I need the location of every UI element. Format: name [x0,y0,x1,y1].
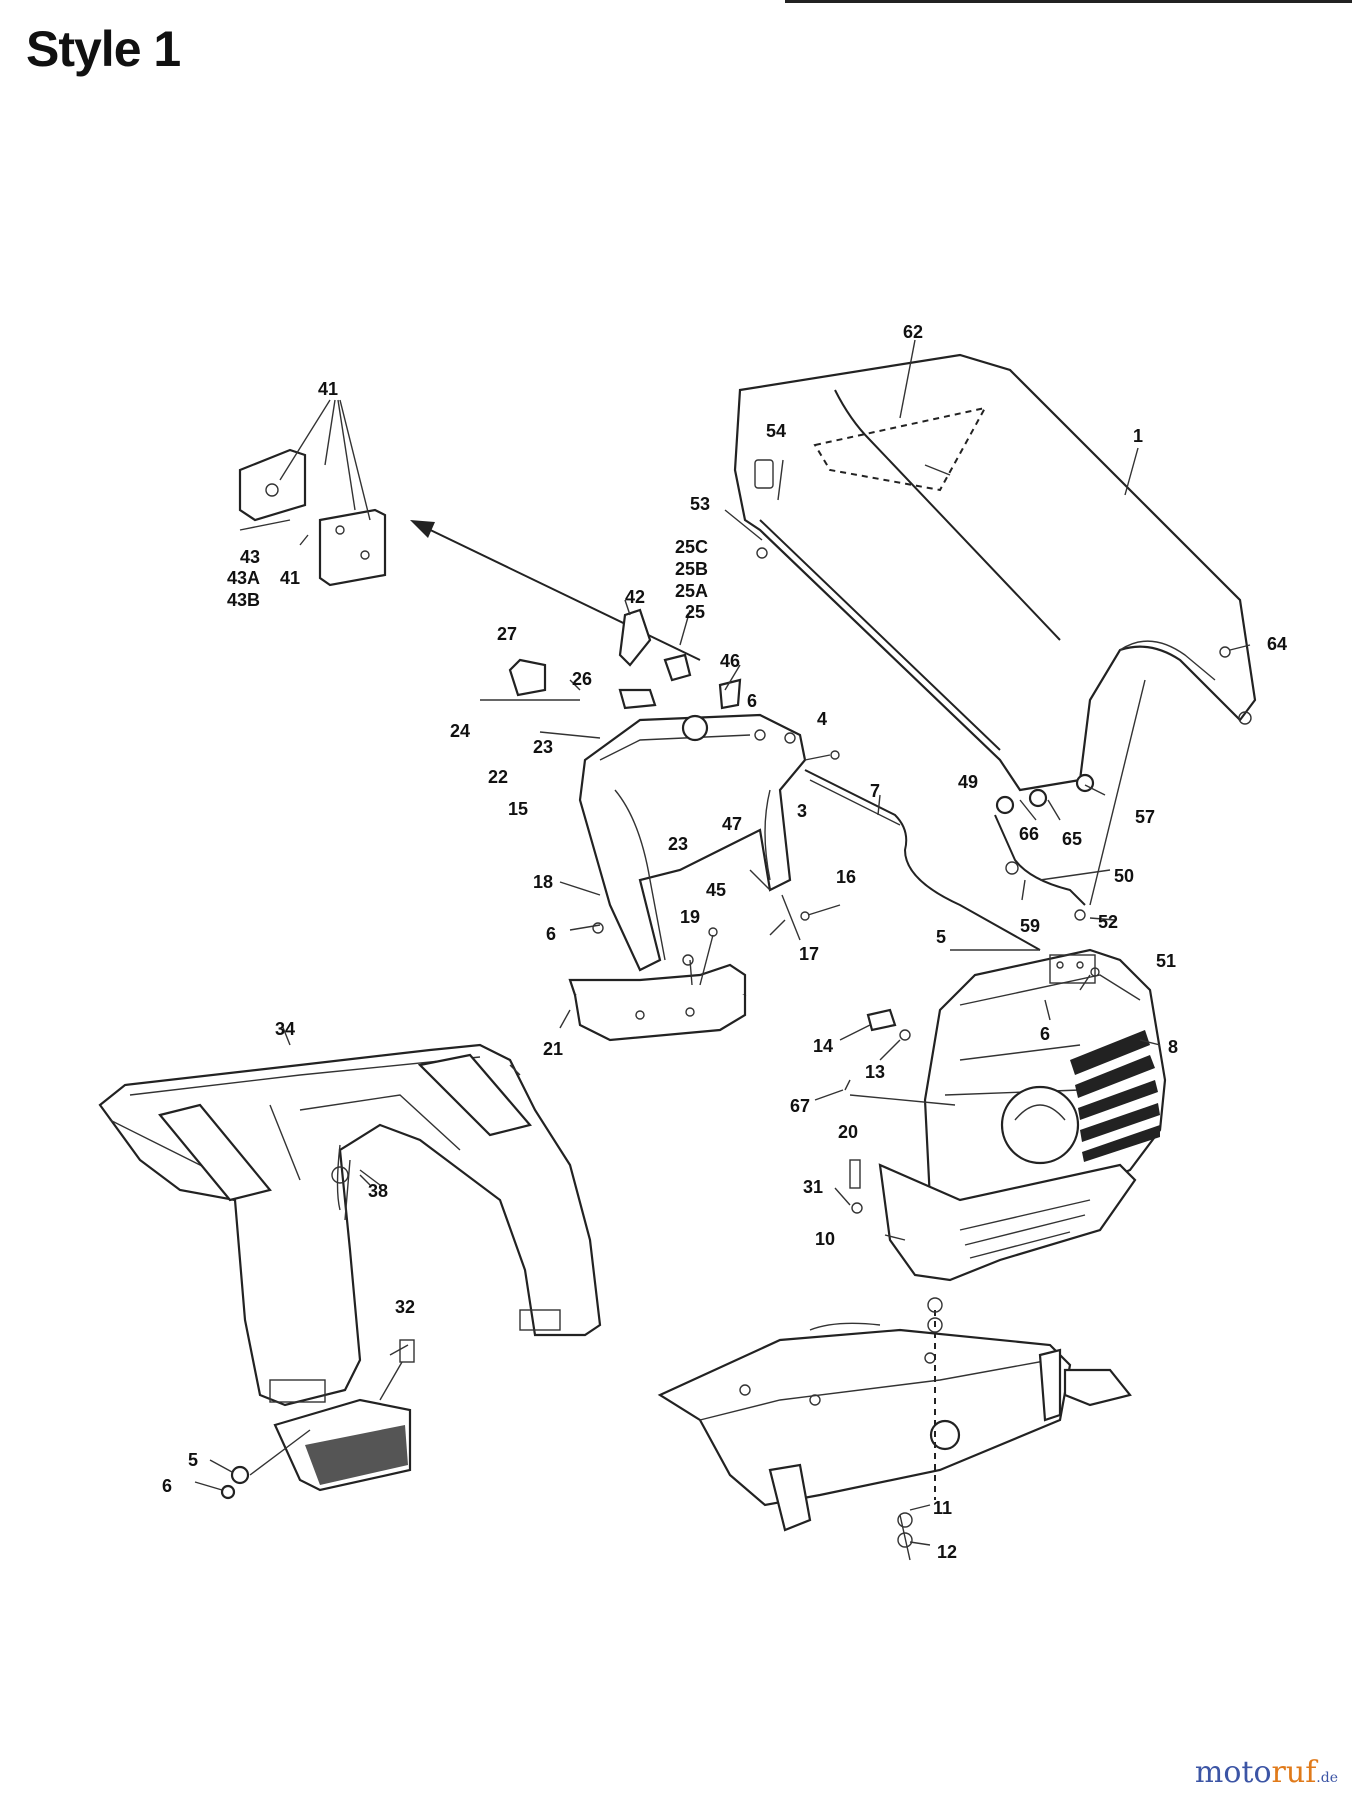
label-10: 10 [815,1229,835,1249]
lower-grille-part-10 [878,1163,1137,1282]
label-43B: 43B [227,590,260,610]
label-17: 17 [799,944,819,964]
bracket-part-21 [559,934,747,1042]
label-13: 13 [865,1062,885,1082]
label-59: 59 [1020,916,1040,936]
hood-part-1 [733,353,1257,792]
grille-hardware [814,1008,1161,1241]
label-43A: 43A [227,568,260,588]
label-18: 18 [533,872,553,892]
label-14: 14 [813,1036,833,1056]
label-25C: 25C [675,537,708,557]
label-19: 19 [680,907,700,927]
label-15: 15 [508,799,528,819]
hood-leaders [724,339,1251,658]
label-42: 42 [625,587,645,607]
frame-chassis [657,1297,1132,1561]
label-52: 52 [1098,912,1118,932]
label-24: 24 [450,721,470,741]
label-5-top: 5 [936,927,946,947]
label-22: 22 [488,767,508,787]
label-8: 8 [1168,1037,1178,1057]
label-62: 62 [903,322,923,342]
label-1: 1 [1133,426,1143,446]
label-43: 43 [240,547,260,567]
label-46: 46 [720,651,740,671]
label-12: 12 [937,1542,957,1562]
label-45: 45 [706,880,726,900]
label-67: 67 [790,1096,810,1116]
label-6-dash: 6 [747,691,757,711]
footrest-plate [194,1339,415,1500]
label-41-bottom: 41 [280,568,300,588]
page-title: Style 1 [26,21,181,77]
label-6-grille: 6 [1040,1024,1050,1044]
header-rule [785,0,1352,3]
label-4: 4 [817,709,827,729]
label-25B: 25B [675,559,708,579]
label-64: 64 [1267,634,1287,654]
label-66: 66 [1019,824,1039,844]
label-38: 38 [368,1181,388,1201]
misc-leaders [281,949,1100,1186]
label-50: 50 [1114,866,1134,886]
label-3: 3 [797,801,807,821]
label-6-mid: 6 [546,924,556,944]
label-23-top: 23 [533,737,553,757]
grille-part-8 [923,948,1167,1222]
label-31: 31 [803,1177,823,1197]
watermark-logo: motoruf.de [1194,1755,1338,1790]
assembly-arrow [410,520,701,661]
label-25A: 25A [675,581,708,601]
part-labels: 62 1 54 53 64 41 41 43 43A 43B 25C 25B 2… [162,322,1287,1562]
label-47: 47 [722,814,742,834]
label-57: 57 [1135,807,1155,827]
label-53: 53 [690,494,710,514]
label-20: 20 [838,1122,858,1142]
label-27: 27 [497,624,517,644]
label-51: 51 [1156,951,1176,971]
label-23-bottom: 23 [668,834,688,854]
dash-body-part-22 [539,713,840,972]
label-7: 7 [870,781,880,801]
label-41-top: 41 [318,379,338,399]
label-54: 54 [766,421,786,441]
label-11: 11 [933,1498,952,1518]
label-26: 26 [572,669,592,689]
label-21: 21 [543,1039,563,1059]
label-34: 34 [275,1019,295,1039]
dash-assembly-upper [480,599,742,710]
label-65: 65 [1062,829,1082,849]
label-25: 25 [685,602,705,622]
label-16: 16 [836,867,856,887]
cable-part-7 [804,769,1041,951]
wiring-harness [994,679,1146,921]
label-5-bottom: 5 [188,1450,198,1470]
control-panel-detail [238,399,387,587]
grille-slats [1070,1030,1160,1162]
label-6-bottom: 6 [162,1476,172,1496]
label-32: 32 [395,1297,415,1317]
fender-part-34 [98,1043,602,1407]
label-49: 49 [958,772,978,792]
dash-hardware [559,869,841,966]
